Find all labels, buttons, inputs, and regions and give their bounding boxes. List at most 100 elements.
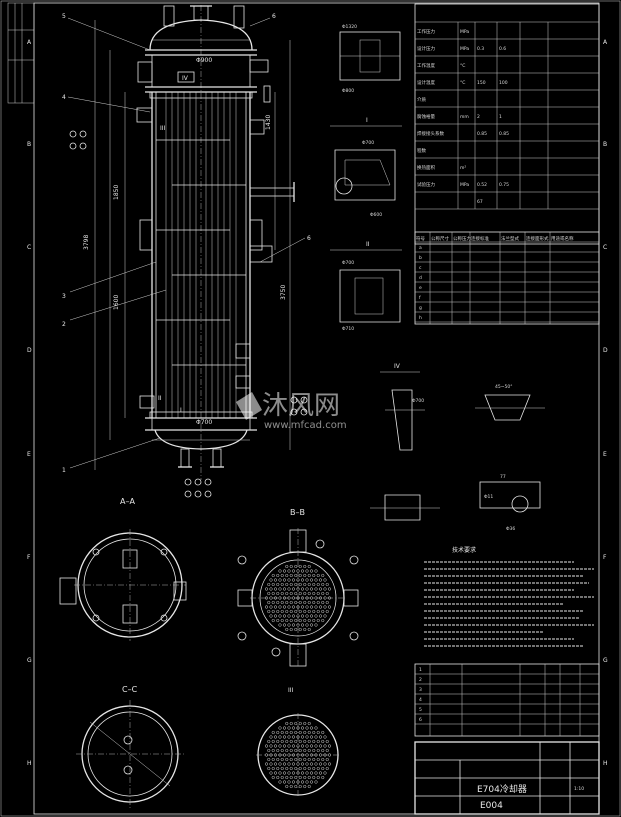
table-cell: 试验压力: [417, 181, 435, 188]
table-cell: °C: [460, 63, 465, 69]
section-title: III: [288, 687, 294, 694]
part-callout: 4: [62, 94, 66, 101]
table-header: 连接面形式: [526, 235, 549, 242]
zone-letter: A: [603, 39, 608, 46]
zone-letter: A: [27, 39, 32, 46]
nozzle-table: 符号公称尺寸公称压力连接标准法兰型式连接面形式用途或名称abcdefgh: [414, 231, 600, 325]
part-number: 4: [419, 697, 422, 703]
nozzle-symbol: d: [419, 275, 422, 281]
section-label: II: [158, 395, 162, 402]
nozzle-symbol: f: [419, 295, 421, 301]
table-cell: MPa: [460, 46, 469, 52]
detail-dim: Φ36: [506, 526, 515, 532]
table-header: 连接标准: [471, 235, 489, 242]
table-cell: 2: [477, 114, 480, 120]
section-label: III: [160, 125, 166, 132]
zone-letter: C: [27, 244, 31, 251]
nozzle-symbol: h: [419, 315, 422, 321]
part-callout: 2: [62, 321, 66, 328]
tech-requirements: 技术要求: [424, 546, 594, 647]
dimension-text: 1600: [113, 295, 120, 310]
zone-letter: F: [603, 554, 607, 561]
zone-letter: E: [603, 451, 607, 458]
table-cell: 介质: [417, 96, 426, 103]
table-cell: 0.85: [499, 131, 509, 137]
nozzle-symbol: g: [419, 306, 422, 311]
zone-letter: D: [603, 347, 608, 354]
vessel-elevation: IV II I III Φ900 Φ700 3798 1600 3750 1 4 3…: [62, 5, 311, 498]
section-label: IV: [182, 75, 189, 82]
section-c-c: C–C: [76, 685, 184, 808]
zone-markers: A B C D E F G H A B C D E F G H: [27, 39, 608, 767]
title-block: E704冷却器 E004 1:10: [414, 741, 600, 815]
part-callout: 1: [62, 467, 66, 474]
drawing-name: E704冷却器: [477, 783, 527, 795]
dimension-text: 3750: [280, 285, 287, 300]
table-cell: 换热面积: [417, 164, 435, 171]
detail-views: Φ1320 Φ800 I Φ700 Φ600 II Φ700 Φ710 IV Φ…: [330, 24, 545, 532]
zone-letter: B: [27, 141, 31, 148]
table-cell: m²: [460, 166, 466, 171]
table-cell: 0.3: [477, 46, 484, 52]
table-cell: 0.75: [499, 182, 509, 188]
section-title: II: [366, 241, 370, 248]
part-callout: 3: [62, 293, 66, 300]
section-title: B–B: [290, 508, 305, 517]
table-cell: MPa: [460, 29, 469, 35]
section-label: I: [180, 407, 182, 414]
zone-letter: D: [27, 347, 32, 354]
zone-letter: B: [603, 141, 607, 148]
diameter-label: Φ900: [196, 57, 212, 64]
table-header: 法兰型式: [501, 235, 519, 242]
part-number: 2: [419, 677, 422, 683]
table-cell: 设计压力: [417, 45, 435, 52]
baffle-view: III: [256, 687, 340, 797]
table-cell: °C: [460, 80, 465, 86]
detail-dim: Φ700: [342, 260, 354, 266]
watermark-url: www.mfcad.com: [264, 420, 347, 431]
table-header: 符号: [416, 235, 425, 242]
zone-letter: C: [603, 244, 607, 251]
table-cell: 0.85: [477, 131, 487, 137]
table-header: 公称压力: [453, 235, 471, 242]
detail-dim: 77: [500, 474, 506, 480]
part-number: 6: [419, 717, 422, 723]
table-cell: 0.52: [477, 182, 487, 188]
table-header: 公称尺寸: [431, 235, 449, 242]
detail-dim: Φ700: [412, 398, 424, 404]
dimension-text: 3798: [83, 235, 90, 250]
section-title: I: [366, 117, 368, 124]
section-title: IV: [394, 363, 401, 370]
watermark: 沐风网 www.mfcad.com: [236, 391, 347, 431]
zone-letter: H: [603, 760, 608, 767]
section-b-b: B–B: [237, 508, 359, 668]
detail-dim: Φ11: [484, 494, 493, 500]
detail-dim: Φ700: [362, 140, 374, 146]
table-cell: 焊接接头系数: [417, 130, 444, 137]
diameter-label: Φ700: [196, 419, 212, 426]
section-a-a: A–A: [59, 497, 187, 641]
section-title: C–C: [122, 685, 138, 694]
part-callout: 5: [62, 13, 66, 20]
table-cell: MPa: [460, 182, 469, 188]
nozzle-symbol: b: [419, 255, 422, 261]
zone-letter: E: [27, 451, 31, 458]
table-cell: 67: [477, 199, 483, 205]
detail-dim: 45~50°: [495, 384, 512, 390]
part-number: 5: [419, 707, 422, 713]
table-header: 用途或名称: [551, 235, 574, 242]
detail-dim: Φ1320: [342, 24, 357, 30]
nozzle-symbol: c: [419, 266, 422, 271]
dimension-text: 1850: [113, 185, 120, 200]
part-callout: 6: [272, 13, 276, 20]
zone-letter: F: [27, 554, 31, 561]
detail-dim: Φ710: [342, 326, 354, 332]
table-cell: 工作温度: [417, 62, 435, 69]
table-cell: 150: [477, 80, 486, 86]
table-cell: mm: [460, 115, 469, 120]
drawing-code: E004: [480, 801, 503, 811]
